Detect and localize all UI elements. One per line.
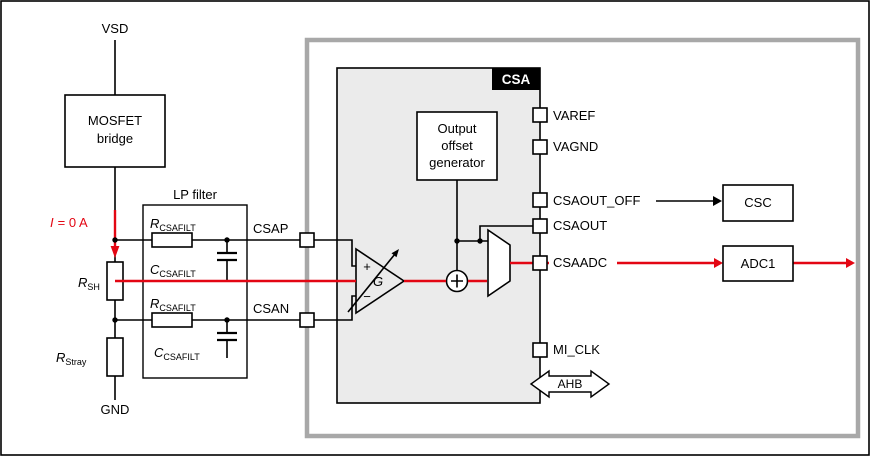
variable-gain-arrow <box>347 253 396 313</box>
mi-clk-label: MI_CLK <box>553 342 600 357</box>
junction-dot <box>224 237 230 243</box>
amp-plus-sign: + <box>363 259 371 274</box>
cfilt-top-base: C <box>150 262 160 277</box>
current-arrowhead-icon <box>110 246 120 258</box>
adc-arrowhead-icon <box>714 258 723 268</box>
offset-generator-box <box>416 111 498 181</box>
cfilt-bottom-label: CCSAFILT <box>154 345 200 362</box>
pin-varef <box>532 107 548 123</box>
cfilt-top-label: CCSAFILT <box>150 262 196 279</box>
cfilt-top-sub: CSAFILT <box>159 269 196 279</box>
vsd-label: VSD <box>102 21 129 36</box>
mosfet-bridge-label-2: bridge <box>97 131 133 146</box>
adc1-label: ADC1 <box>741 256 776 271</box>
mux <box>487 228 511 298</box>
rfilt-top-sub: CSAFILT <box>159 223 196 233</box>
variable-gain-arrowhead-icon <box>391 249 399 258</box>
pin-csap <box>299 232 315 248</box>
ahb-label: AHB <box>558 377 583 391</box>
junction-dot <box>112 237 118 243</box>
junction-dot <box>112 317 118 323</box>
junction-dot <box>224 317 230 323</box>
amp-gain-label: G <box>373 274 383 289</box>
cfilt-bottom-sub: CSAFILT <box>163 352 200 362</box>
capacitor-top <box>217 251 237 262</box>
adc-out-arrowhead-icon <box>846 258 855 268</box>
mosfet-bridge-label-1: MOSFET <box>88 113 142 128</box>
csa-tag-label: CSA <box>502 72 531 87</box>
rfilt-bottom-label: RCSAFILT <box>150 296 196 313</box>
csan-label: CSAN <box>253 301 289 316</box>
csc-arrowhead-icon <box>713 196 722 206</box>
junction-dot <box>477 238 483 244</box>
csaadc-label-bg <box>549 255 617 270</box>
cfilt-bottom-base: C <box>154 345 164 360</box>
rfilt-top-label: RCSAFILT <box>150 216 196 233</box>
current-label: I = 0 A <box>50 215 88 230</box>
csaout-wire <box>479 225 535 241</box>
csap-to-amp-wire <box>192 239 356 267</box>
csaout-label: CSAOUT <box>553 218 607 233</box>
rsh-label-base: R <box>78 275 87 290</box>
rsh-label-sub: SH <box>87 282 100 292</box>
gnd-label: GND <box>101 402 130 417</box>
current-label-symbol: I <box>50 215 54 230</box>
csc-label: CSC <box>744 195 771 210</box>
vagnd-label: VAGND <box>553 139 598 154</box>
pin-csan <box>299 312 315 328</box>
pin-vagnd <box>532 139 548 155</box>
pin-mi-clk <box>532 342 548 358</box>
csa-tag-box <box>492 68 540 90</box>
rfilt-top-base: R <box>150 216 159 231</box>
filter-resistor-top <box>151 232 193 248</box>
current-label-value: = 0 A <box>58 215 88 230</box>
stray-resistor <box>106 337 124 377</box>
lp-filter-title: LP filter <box>173 187 218 202</box>
rsh-label: RSH <box>78 275 100 292</box>
rstray-label-sub: Stray <box>65 357 87 367</box>
csaout-off-label: CSAOUT_OFF <box>553 193 640 208</box>
ahb-bus-icon <box>529 369 611 399</box>
rfilt-bottom-base: R <box>150 296 159 311</box>
csap-label: CSAP <box>253 221 288 236</box>
summing-plus-icon <box>451 274 463 288</box>
pin-csaout-off <box>532 192 548 208</box>
filter-resistor-bottom <box>151 312 193 328</box>
mosfet-bridge-box <box>64 94 166 168</box>
amp-minus-sign: − <box>363 289 371 304</box>
csaadc-label: CSAADC <box>553 255 607 270</box>
adc1-box <box>722 245 794 282</box>
varef-label: VAREF <box>553 108 595 123</box>
pin-csaadc <box>532 255 548 271</box>
offset-generator-label-3: generator <box>429 155 485 170</box>
csc-box <box>722 184 794 222</box>
junction-dot <box>454 238 460 244</box>
rstray-label-base: R <box>56 350 65 365</box>
offset-generator-label-2: offset <box>441 138 473 153</box>
capacitor-bottom <box>217 331 237 342</box>
offset-generator-label-1: Output <box>437 121 476 136</box>
lp-filter-box <box>142 204 248 379</box>
rstray-label: RStray <box>56 350 87 367</box>
pin-csaout <box>532 218 548 234</box>
rfilt-bottom-sub: CSAFILT <box>159 303 196 313</box>
